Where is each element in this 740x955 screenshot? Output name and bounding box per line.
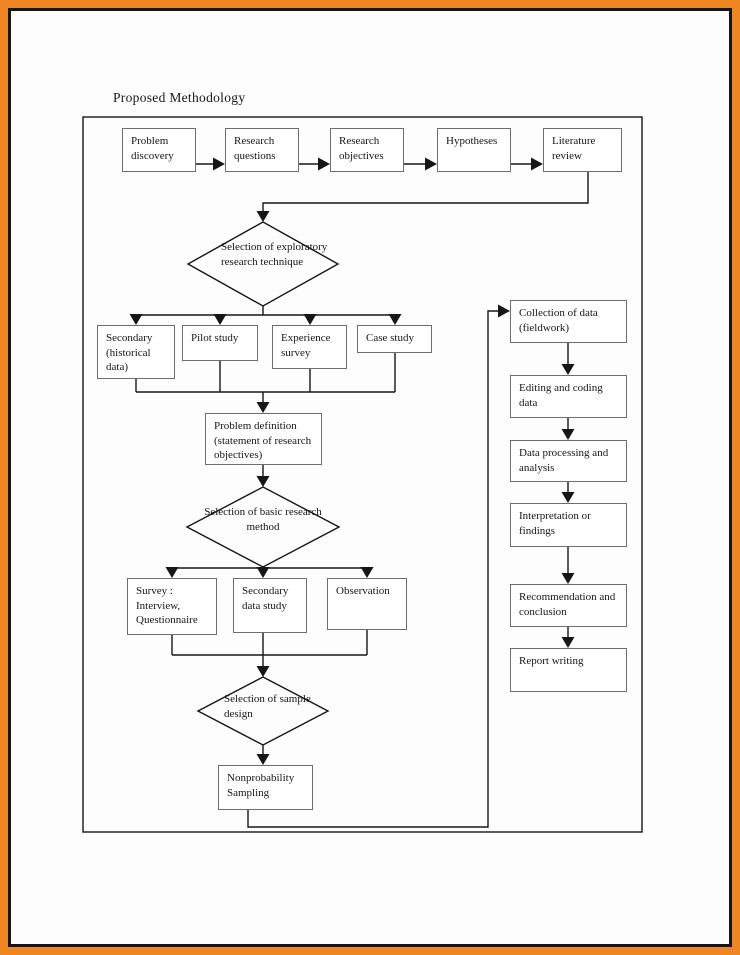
page-title: Proposed Methodology <box>113 90 246 105</box>
node-research-questions: Research questions <box>225 128 299 172</box>
node-secondary-historical-data: Secondary (historical data) <box>97 325 175 379</box>
node-secondary-data-study: Secondary data study <box>233 578 307 633</box>
node-data-processing-analysis: Data processing and analysis <box>510 440 627 482</box>
node-recommendation-conclusion: Recommendation and conclusion <box>510 584 627 627</box>
node-hypotheses: Hypotheses <box>437 128 511 172</box>
decision-sample-design-label: Selection of sample design <box>224 693 311 720</box>
node-observation: Observation <box>327 578 407 630</box>
diagram-frame <box>82 116 643 833</box>
node-case-study: Case study <box>357 325 432 353</box>
node-collection-of-data: Collection of data (fieldwork) <box>510 300 627 343</box>
node-research-objectives: Research objectives <box>330 128 404 172</box>
node-problem-discovery: Problem discovery <box>122 128 196 172</box>
node-editing-coding-data: Editing and coding data <box>510 375 627 418</box>
node-nonprobability-sampling: Nonprobability Sampling <box>218 765 313 810</box>
node-report-writing: Report writing <box>510 648 627 692</box>
node-interpretation-findings: Interpretation or findings <box>510 503 627 547</box>
node-problem-definition: Problem definition (statement of researc… <box>205 413 322 465</box>
node-experience-survey: Experience survey <box>272 325 347 369</box>
node-pilot-study: Pilot study <box>182 325 258 361</box>
decision-basic-method-label: Selection of basic research method <box>204 506 322 533</box>
node-survey-interview-questionnaire: Survey : Interview, Questionnaire <box>127 578 217 635</box>
decision-exploratory-label: Selection of exploratory research techni… <box>221 241 328 268</box>
node-literature-review: Literature review <box>543 128 622 172</box>
